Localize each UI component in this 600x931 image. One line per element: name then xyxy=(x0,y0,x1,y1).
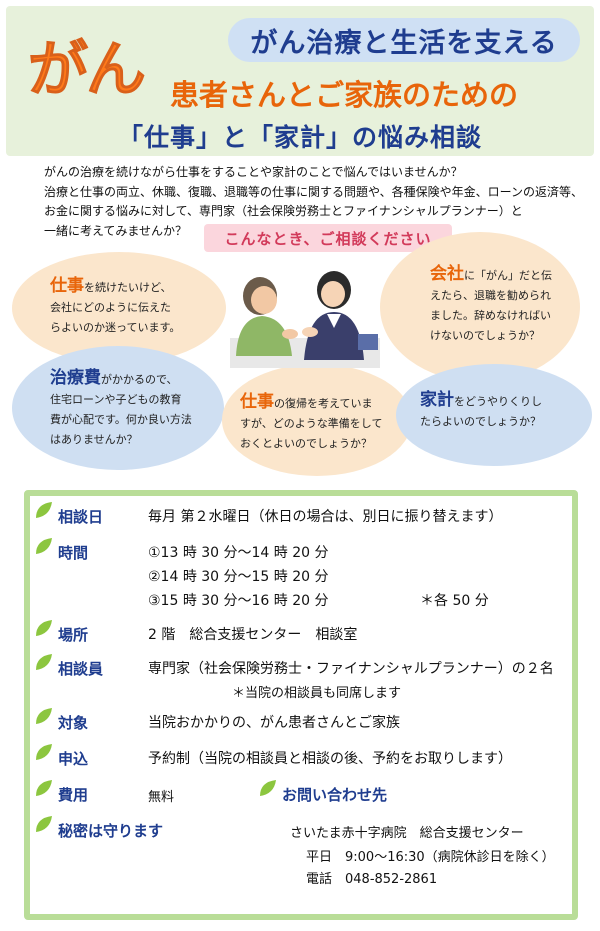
fee-value: 無料 xyxy=(148,790,175,805)
leaf-icon xyxy=(260,780,276,796)
woman-body xyxy=(304,312,364,360)
bubble-line: らよいのか迷っています。 xyxy=(50,321,181,334)
speech-bubble-household xyxy=(396,364,592,466)
staff-value: 専門家（社会保険労務士・ファイナンシャルプランナー）の２名 xyxy=(148,661,554,677)
bubble-line: 住宅ローンや子どもの教育 xyxy=(50,393,182,406)
secret-label: 秘密は守ります xyxy=(58,822,164,840)
woman-hand xyxy=(302,327,318,337)
time-slot: ③15 時 30 分～16 時 20 分 xyxy=(148,593,329,609)
bubble-line: がかかるので、 xyxy=(101,373,178,386)
leaf-icon xyxy=(36,780,52,796)
woman-face xyxy=(321,281,345,307)
fee-label: 費用 xyxy=(58,786,89,804)
speech-bubble-company xyxy=(380,232,580,382)
bubble-household-text: 家計をどうやりくりし たらよいのでしょうか？ xyxy=(420,390,542,432)
bubble-keyword: 治療費 xyxy=(50,368,101,388)
bubble-line: おくとよいのでしょうか？ xyxy=(240,437,372,450)
hospital-tel: 電話 048-852-2861 xyxy=(306,872,438,887)
leaf-icon xyxy=(36,502,52,518)
bubble-line: はありませんか？ xyxy=(50,433,138,446)
staff-note: ＊当院の相談員も同席します xyxy=(232,686,402,701)
header-subtitle: がん治療と生活を支える xyxy=(228,18,580,62)
page-title: 「仕事」と「家計」の悩み相談 xyxy=(117,123,482,152)
bubble-line: たらよいのでしょうか？ xyxy=(420,415,541,428)
time-note: ＊各 50 分 xyxy=(420,593,489,609)
woman-collar xyxy=(327,314,341,328)
target-label: 対象 xyxy=(58,714,89,732)
bubble-line: えたら、退職を勧められ xyxy=(430,289,551,302)
intro-line: 一緒に考えてみませんか？ xyxy=(44,223,188,238)
speech-bubble-cost xyxy=(12,346,224,470)
bubble-line: に「がん」だと伝 xyxy=(464,269,552,282)
bubble-company-text: 会社に「がん」だと伝 えたら、退職を勧められ ました。辞めなければい けないので… xyxy=(430,264,552,346)
leaf-icon xyxy=(36,744,52,760)
time-label: 時間 xyxy=(58,544,89,562)
apply-label: 申込 xyxy=(58,750,89,768)
bubble-line: すが、どのような準備をして xyxy=(240,417,383,430)
leaf-icon xyxy=(36,708,52,724)
header-subtitle2: 患者さんとご家族のための xyxy=(170,78,519,112)
bubble-line: ました。辞めなければい xyxy=(430,309,551,322)
bubble-line: けないのでしょうか？ xyxy=(430,329,540,342)
man-body xyxy=(236,316,292,356)
leaf-icon xyxy=(36,538,52,554)
intro-text: がんの治療を続けながら仕事をすることや家計のことで悩んではいませんか？ 治療と仕… xyxy=(44,163,584,241)
contact-label: お問い合わせ先 xyxy=(282,786,388,804)
bubble-keyword: 仕事 xyxy=(240,392,274,412)
speech-bubble-work xyxy=(12,252,226,364)
intro-line: お金に関する悩みに対して、専門家（社会保険労務士とファイナンシャルプランナー）と xyxy=(44,204,523,218)
date-value: 毎月 第２水曜日（休日の場合は、別日に振り替えます） xyxy=(148,509,503,525)
chair-shape xyxy=(358,334,378,350)
place-value: 2 階 総合支援センター 相談室 xyxy=(148,627,358,643)
intro-line: がんの治療を続けながら仕事をすることや家計のことで悩んではいませんか？ xyxy=(44,165,463,179)
hospital-name: さいたま赤十字病院 総合支援センター xyxy=(290,826,524,841)
speech-bubble-return xyxy=(222,364,412,476)
leaf-icon xyxy=(36,620,52,636)
consult-banner: こんなとき、ご相談ください xyxy=(204,224,452,252)
leaf-icon xyxy=(36,654,52,670)
info-box xyxy=(24,490,578,920)
bubble-line: を続けたいけど、 xyxy=(84,281,172,294)
consultation-illustration xyxy=(230,271,380,368)
bubble-keyword: 家計 xyxy=(420,390,454,410)
bubble-work-text: 仕事を続けたいけど、 会社にどのように伝えた らよいのか迷っています。 xyxy=(50,276,180,338)
place-label: 場所 xyxy=(58,626,89,644)
time-slot: ②14 時 30 分～15 時 20 分 xyxy=(148,569,329,585)
intro-line: 治療と仕事の両立、休職、復職、退職等の仕事に関する問題や、各種保険や年金、ローン… xyxy=(44,184,584,199)
bubble-return-text: 仕事の復帰を考えていま すが、どのような準備をして おくとよいのでしょうか？ xyxy=(240,392,382,454)
bubble-keyword: 仕事 xyxy=(50,276,84,296)
bubble-line: 費が心配です。何か良い方法 xyxy=(50,413,192,426)
bubble-line: 会社にどのように伝えた xyxy=(50,301,171,314)
leaf-icon xyxy=(36,816,52,832)
staff-label: 相談員 xyxy=(58,660,104,678)
bubble-cost-text: 治療費がかかるので、 住宅ローンや子どもの教育 費が心配です。何か良い方法 はあ… xyxy=(50,368,192,450)
man-hand xyxy=(282,329,298,339)
apply-value: 予約制（当院の相談員と相談の後、予約をお取りします） xyxy=(148,751,512,767)
header-gan: がん xyxy=(28,35,147,105)
bubble-keyword: 会社 xyxy=(430,264,464,284)
man-face xyxy=(251,286,277,314)
time-slot: ①13 時 30 分～14 時 20 分 xyxy=(148,545,329,561)
date-label: 相談日 xyxy=(58,508,104,526)
target-value: 当院おかかりの、がん患者さんとご家族 xyxy=(148,715,400,731)
hospital-hours: 平日 9:00～16:30（病院休診日を除く） xyxy=(306,850,555,865)
bubble-line: をどうやりくりし xyxy=(454,395,542,408)
bubble-line: の復帰を考えていま xyxy=(274,397,373,410)
